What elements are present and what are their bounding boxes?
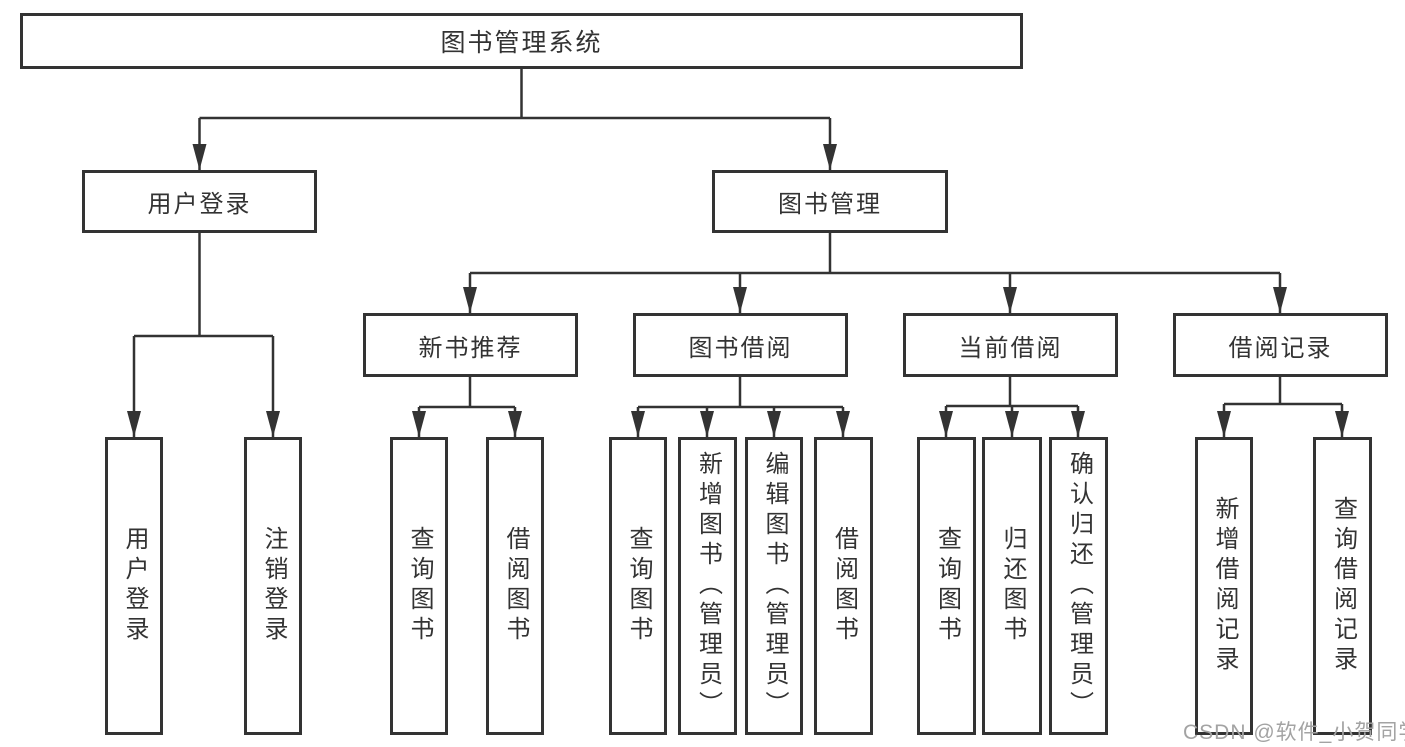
leaf-query-borrow-record: 查询借阅记录 [1313,437,1372,735]
node-label: 查询图书 [406,526,433,646]
node-label: 借阅记录 [1228,334,1333,362]
node-new-book-recommend: 新书推荐 [363,313,578,377]
node-label: 当前借阅 [958,334,1063,362]
node-label: 注销登录 [260,526,287,646]
leaf-confirm-return-admin: 确认归还（管理员） [1049,437,1108,735]
node-borrowing-records: 借阅记录 [1173,313,1388,377]
leaf-add-borrow-record: 新增借阅记录 [1195,437,1253,735]
node-system-root: 图书管理系统 [20,13,1023,69]
leaf-user-login: 用户登录 [105,437,163,735]
node-label: 新书推荐 [418,334,523,362]
leaf-add-book-admin: 新增图书（管理员） [678,437,737,735]
node-label: 图书管理系统 [440,29,603,57]
node-user-login: 用户登录 [82,170,317,233]
node-label: 借阅图书 [502,526,529,646]
node-label: 查询借阅记录 [1329,496,1357,676]
csdn-watermark: CSDN @软件_小贺同学 [1183,721,1405,744]
node-book-management: 图书管理 [712,170,948,233]
node-label: 借阅图书 [830,526,858,646]
node-label: 确认归还（管理员） [1065,451,1093,721]
leaf-logout: 注销登录 [244,437,302,735]
node-label: 图书借阅 [688,334,793,362]
leaf-borrow-book-2: 借阅图书 [814,437,873,735]
leaf-return-book: 归还图书 [982,437,1042,735]
node-label: 新增图书（管理员） [694,451,722,721]
node-label: 用户登录 [121,526,148,646]
node-label: 查询图书 [933,526,961,646]
node-label: 新增借阅记录 [1211,496,1238,676]
leaf-query-book-3: 查询图书 [917,437,976,735]
node-label: 用户登录 [147,191,252,218]
node-label: 归还图书 [999,526,1026,646]
leaf-query-book-2: 查询图书 [609,437,667,735]
leaf-query-book-1: 查询图书 [390,437,448,735]
node-current-borrowing: 当前借阅 [903,313,1118,377]
leaf-borrow-book-1: 借阅图书 [486,437,544,735]
node-label: 编辑图书（管理员） [761,451,788,721]
leaf-edit-book-admin: 编辑图书（管理员） [745,437,803,735]
node-label: 查询图书 [625,526,652,646]
node-label: 图书管理 [778,191,882,218]
node-book-borrowing: 图书借阅 [633,313,848,377]
